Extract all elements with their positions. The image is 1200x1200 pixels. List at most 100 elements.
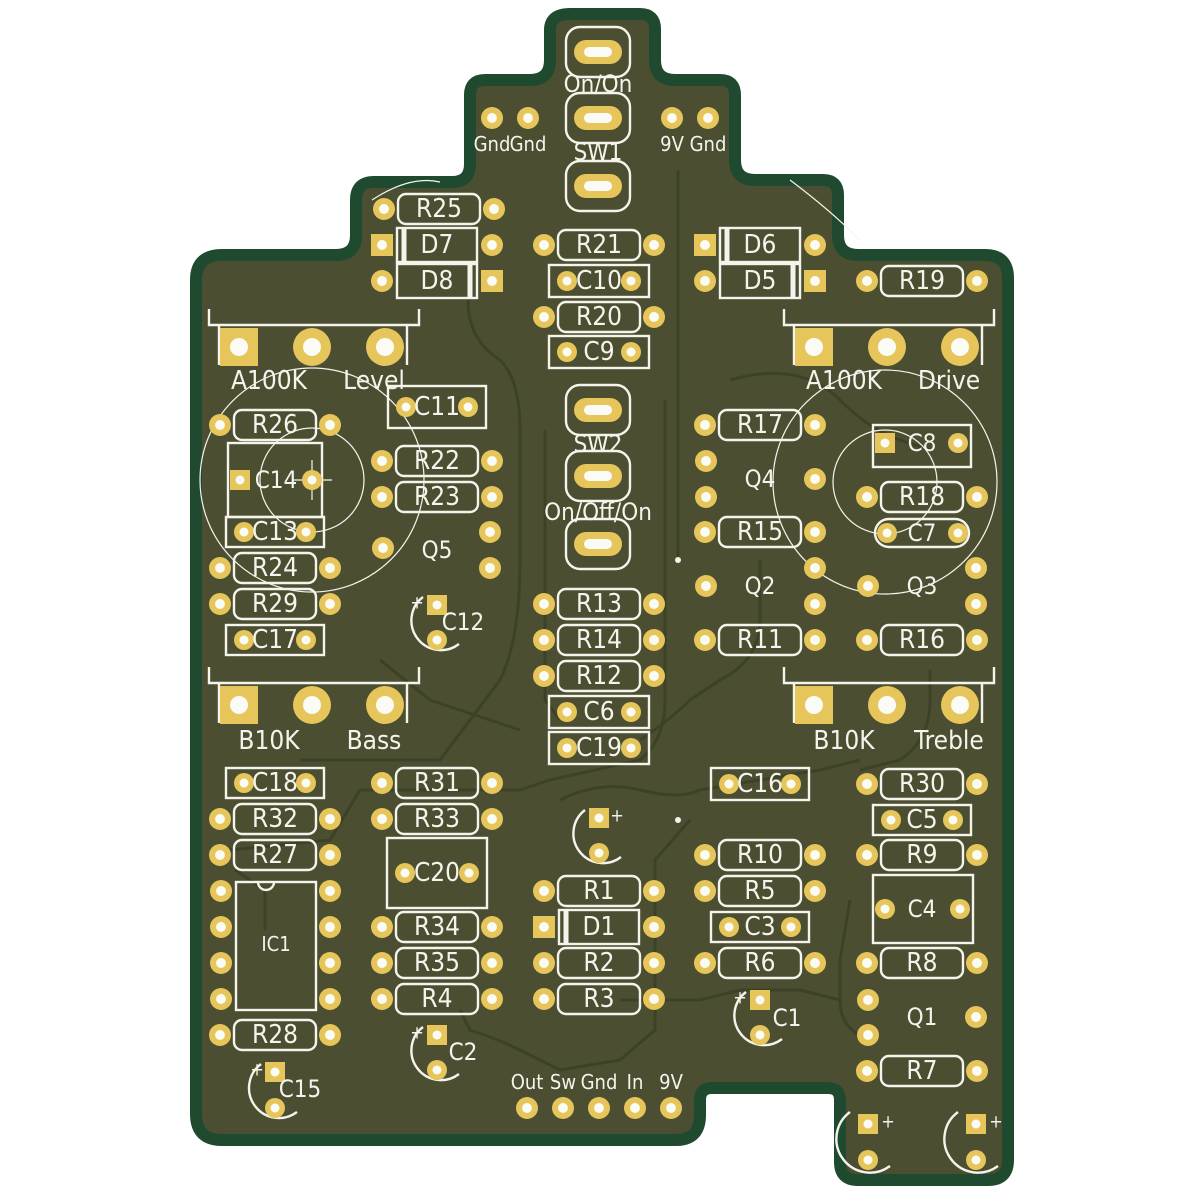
drill-hole	[700, 420, 710, 430]
resistor-label: R33	[414, 804, 460, 834]
capacitor-label: C20	[414, 858, 460, 888]
resistor-body	[232, 587, 318, 621]
drill-hole	[215, 420, 225, 430]
drill-hole	[971, 1012, 981, 1022]
pot-outline	[782, 309, 996, 327]
resistor-label: R2	[583, 948, 614, 978]
diode-body	[395, 262, 479, 300]
drill-hole	[862, 492, 872, 502]
resistor-body	[556, 659, 642, 693]
diode-label: D8	[421, 266, 454, 296]
switch-slot-hole	[584, 181, 612, 191]
diode-body	[718, 262, 802, 300]
transistor-q5: Q5	[372, 521, 501, 579]
drill-hole	[700, 276, 710, 286]
drill-hole	[303, 338, 321, 356]
drill-hole	[971, 563, 981, 573]
resistor-r15: R15	[694, 515, 826, 549]
resistor-label: R26	[252, 410, 298, 440]
trace	[859, 670, 932, 772]
drill-hole	[230, 338, 248, 356]
drill-hole	[301, 778, 311, 788]
drill-hole	[805, 696, 823, 714]
switch-outline	[564, 91, 632, 145]
switch-outline	[564, 25, 632, 79]
diode-label: D6	[744, 230, 777, 260]
resistor-body	[394, 946, 480, 980]
drill-hole	[325, 850, 335, 860]
capacitor-outline	[410, 1026, 460, 1082]
drill-hole	[215, 1030, 225, 1040]
drill-hole	[487, 958, 497, 968]
drill-hole	[216, 994, 226, 1004]
drill-hole	[432, 1065, 442, 1075]
resistor-r33: R33	[371, 802, 503, 836]
capacitor-label: C19	[576, 733, 622, 763]
drill-hole	[667, 113, 677, 123]
drill-hole	[378, 543, 388, 553]
capacitor-body	[709, 766, 811, 802]
transistor-label: Q1	[907, 1003, 938, 1031]
resistor-label: R23	[414, 482, 460, 512]
resistor-label: R13	[576, 589, 622, 619]
trace	[559, 758, 861, 802]
via	[675, 817, 681, 823]
diode-body	[557, 908, 641, 946]
drill-hole	[539, 958, 549, 968]
capacitor-label: C17	[252, 625, 298, 655]
drill-hole	[539, 240, 549, 250]
capacitor-c3: C3	[709, 910, 811, 944]
resistor-label: R12	[576, 661, 622, 691]
resistor-r22: R22	[371, 444, 503, 478]
polarity-plus: +	[881, 1112, 895, 1133]
capacitor-c1: +C1	[733, 988, 801, 1047]
switch-ref-label: SW1	[574, 138, 623, 166]
drill-hole	[862, 1066, 872, 1076]
drill-hole	[951, 338, 969, 356]
pot-outline	[207, 667, 421, 685]
pad-io-sw-label: Sw	[550, 1070, 576, 1094]
resistor-body	[717, 515, 803, 549]
resistor-label: R6	[744, 948, 775, 978]
drill-hole	[755, 995, 765, 1005]
resistor-body	[556, 982, 642, 1016]
drill-hole	[325, 922, 335, 932]
resistor-label: R16	[899, 625, 945, 655]
pot-footprint-circle	[371, 179, 441, 201]
drill-hole	[301, 635, 311, 645]
resistor-label: R10	[737, 840, 783, 870]
capacitor-body	[871, 873, 975, 945]
resistor-label: R27	[252, 840, 298, 870]
drill-hole	[487, 814, 497, 824]
capacitor-label: C6	[583, 697, 614, 727]
drill-hole	[216, 922, 226, 932]
battery-snap-pad-1: +	[835, 1111, 895, 1174]
drill-hole	[594, 848, 604, 858]
pad-gnd: Gnd	[474, 107, 511, 156]
resistor-body	[879, 1054, 965, 1088]
drill-hole	[972, 635, 982, 645]
capacitor-c20: C20	[385, 836, 489, 910]
drill-hole	[955, 904, 965, 914]
drill-hole	[376, 696, 394, 714]
pot-footprint-circle	[199, 367, 425, 593]
drill-hole	[432, 635, 442, 645]
drill-hole	[971, 1119, 981, 1129]
resistor-body	[394, 444, 480, 478]
resistor-label: R24	[252, 553, 298, 583]
pot-name-label: Drive	[918, 366, 980, 396]
resistor-label: R11	[737, 625, 783, 655]
drill-hole	[700, 886, 710, 896]
pad-gnd-label: Gnd	[474, 132, 511, 156]
capacitor-label: C14	[255, 466, 298, 494]
drill-hole	[487, 994, 497, 1004]
battery-snap-pad-2: +	[943, 1111, 1003, 1174]
resistor-body	[232, 802, 318, 836]
resistor-body	[232, 838, 318, 872]
capacitor-body	[547, 730, 651, 766]
resistor-body	[717, 874, 803, 908]
drill-hole	[239, 635, 249, 645]
copper-traces	[229, 170, 932, 1072]
pot-value-label: B10K	[238, 726, 300, 756]
